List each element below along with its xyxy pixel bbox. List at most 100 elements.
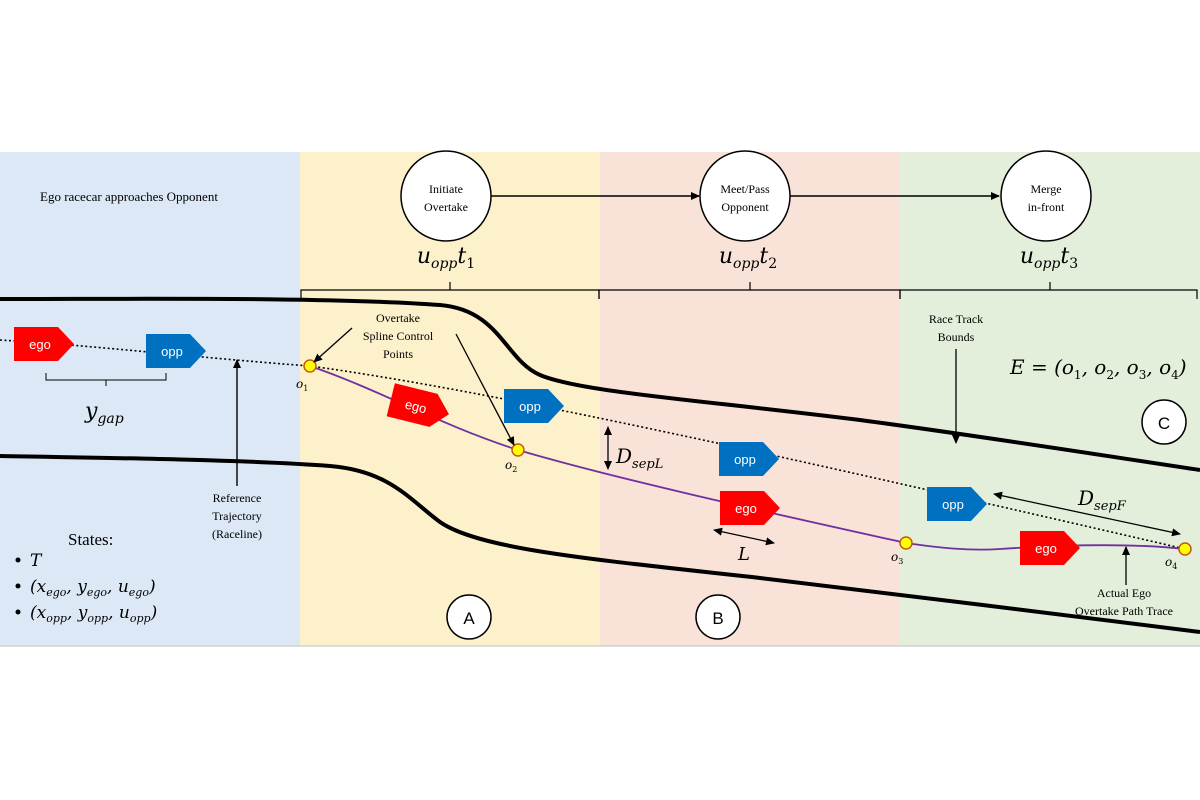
- phase-line1: Meet/Pass: [720, 182, 770, 196]
- ego-car-body: [14, 327, 74, 361]
- zone-label-b: B: [695, 594, 741, 640]
- control-point-o2: o2: [505, 443, 525, 474]
- path-trace-line2: Overtake Path Trace: [1075, 604, 1173, 618]
- control-point-dot: [1178, 542, 1192, 556]
- ygap-label: ygap: [84, 399, 124, 427]
- ego-car-2: ego: [386, 383, 449, 427]
- opp-car-2: opp: [504, 389, 564, 423]
- spline-arrow-2: [455, 333, 515, 446]
- zone-label-text: C: [1158, 414, 1170, 433]
- control-point-label: o3: [891, 550, 903, 566]
- opp-car-label: opp: [942, 497, 964, 512]
- path-trace-line1: Actual Ego: [1097, 586, 1151, 600]
- state-subscript: opp: [87, 612, 108, 625]
- state-symbol: (x: [30, 577, 47, 597]
- ego-car-3: ego: [720, 491, 780, 525]
- opp-car-body: [927, 487, 987, 521]
- reference-line3: (Raceline): [212, 527, 262, 541]
- ego-car-label: ego: [29, 337, 51, 352]
- track-bound-upper: [0, 296, 1200, 472]
- opp-car-body: [504, 389, 564, 423]
- state-symbol: , y: [67, 603, 88, 623]
- ego-car-body: [720, 491, 780, 525]
- states-list: T (xego, yego, uego) (xopp, yopp, uopp): [15, 551, 157, 625]
- opp-car-3: opp: [719, 442, 779, 476]
- opp-car-body: [146, 334, 206, 368]
- phase-param-3: uoppt3: [1020, 244, 1078, 272]
- state-symbol: ): [148, 577, 156, 597]
- control-point-o4: o4: [1165, 542, 1192, 571]
- ego-car-label: ego: [1035, 541, 1057, 556]
- opp-car-label: opp: [519, 399, 541, 414]
- opp-car-1: opp: [146, 334, 206, 368]
- phase-brace-3: [899, 282, 1198, 299]
- e-set-formula: E = (o1, o2, o3, o4): [1009, 355, 1187, 382]
- zone-label-circle: [695, 594, 741, 640]
- track-bound-lower: [0, 454, 1200, 634]
- ego-car-label: ego: [735, 501, 757, 516]
- length-arrow: [713, 527, 775, 546]
- phase-merge-in-front: Merge in-front: [1000, 150, 1092, 242]
- zone-label-a: A: [446, 594, 492, 640]
- control-point-label: o2: [505, 458, 517, 474]
- approach-text: Ego racecar approaches Opponent: [40, 189, 218, 204]
- phase-param-2: uoppt2: [719, 244, 777, 272]
- phase-initiate-overtake: Initiate Overtake: [400, 150, 492, 242]
- phase-line2: Opponent: [721, 200, 769, 214]
- state-ego: (xego, yego, uego): [30, 577, 156, 599]
- dsepl-label: DsepL: [615, 444, 663, 472]
- ego-car-body: [1020, 531, 1080, 565]
- zone-label-text: B: [712, 609, 723, 628]
- states-title: States:: [68, 530, 113, 549]
- state-time: T: [30, 551, 43, 571]
- control-point-label: o1: [296, 377, 308, 393]
- control-point-o1: o1: [296, 359, 317, 393]
- phase-line2: Overtake: [424, 200, 468, 214]
- bullet-dot: [15, 583, 21, 589]
- state-subscript: opp: [46, 612, 67, 625]
- phase-circle: [1000, 150, 1092, 242]
- spline-note-line1: Overtake: [376, 311, 420, 325]
- state-subscript: ego: [46, 586, 67, 599]
- control-point-dot: [899, 536, 913, 550]
- state-symbol: (x: [30, 603, 47, 623]
- bounds-line2: Bounds: [938, 330, 975, 344]
- state-symbol: , u: [108, 603, 130, 623]
- state-opp: (xopp, yopp, uopp): [30, 603, 157, 625]
- bounds-line1: Race Track: [929, 312, 983, 326]
- spline-arrow-1: [313, 327, 353, 363]
- spline-note-line2: Spline Control: [363, 329, 434, 343]
- phase-circle: [699, 150, 791, 242]
- phase-meet-pass: Meet/Pass Opponent: [699, 150, 791, 242]
- state-symbol: , u: [107, 577, 129, 597]
- state-subscript: ego: [87, 586, 108, 599]
- zone-label-circle: [1141, 399, 1187, 445]
- phase-circle: [400, 150, 492, 242]
- spline-note-line3: Points: [383, 347, 413, 361]
- zone-label-circle: [446, 594, 492, 640]
- opp-car-label: opp: [161, 344, 183, 359]
- control-point-dot: [303, 359, 317, 373]
- dsepf-arrow: [993, 491, 1181, 537]
- phase-line2: in-front: [1028, 200, 1065, 214]
- phase-param-1: uoppt1: [417, 244, 475, 272]
- ego-car-label: ego: [404, 397, 429, 417]
- state-subscript: opp: [130, 612, 151, 625]
- state-symbol: , y: [66, 577, 87, 597]
- length-label: L: [737, 544, 750, 565]
- opp-car-4: opp: [927, 487, 987, 521]
- phase-line1: Initiate: [429, 182, 463, 196]
- dsepf-label: DsepF: [1077, 486, 1127, 514]
- state-symbol: ): [150, 603, 158, 623]
- opp-car-label: opp: [734, 452, 756, 467]
- control-point-label: o4: [1165, 555, 1177, 571]
- phase-line1: Merge: [1030, 182, 1061, 196]
- opp-car-body: [719, 442, 779, 476]
- bullet-dot: [15, 557, 21, 563]
- state-subscript: ego: [129, 586, 150, 599]
- zone-approach: [0, 152, 300, 646]
- bullet-dot: [15, 609, 21, 615]
- zone-label-c: C: [1141, 399, 1187, 445]
- ygap-bracket: [45, 373, 167, 386]
